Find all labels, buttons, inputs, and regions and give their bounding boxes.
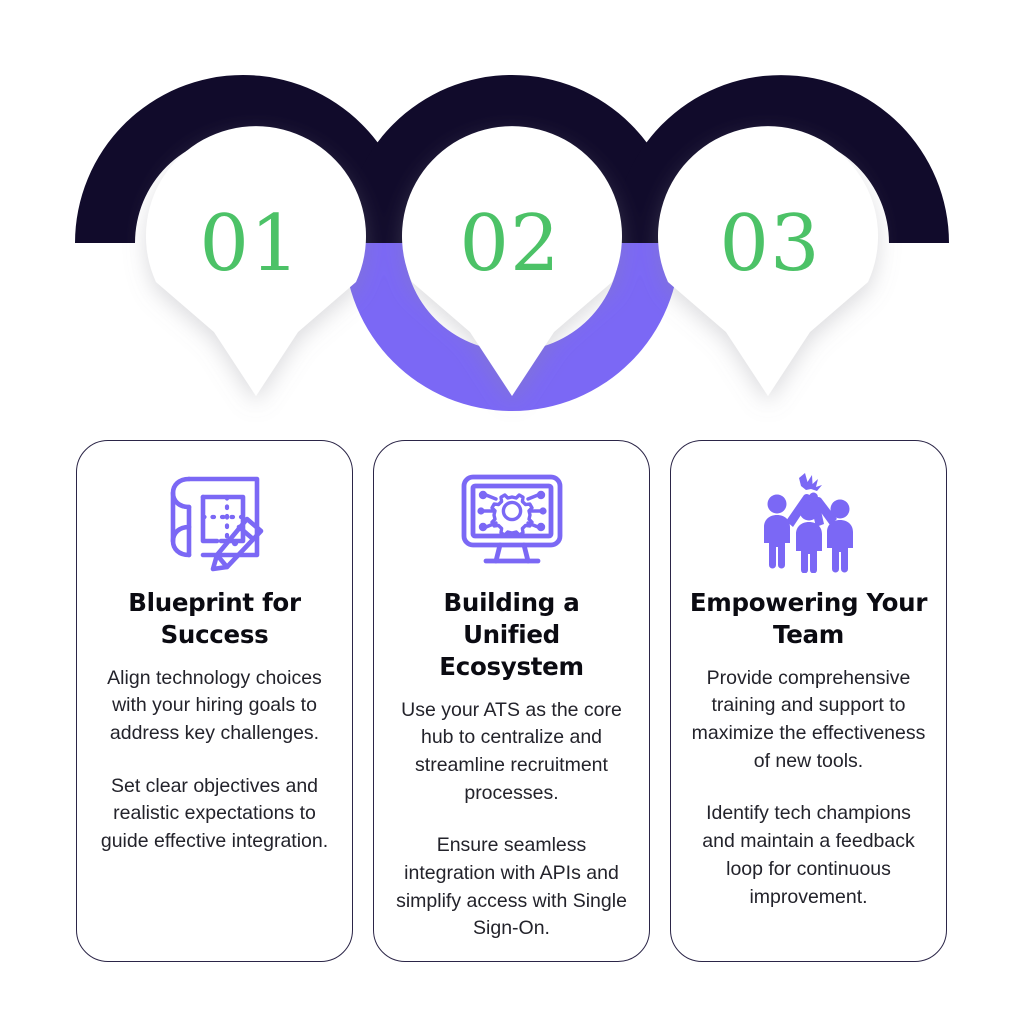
card-blueprint-for-success[interactable]: Blueprint for Success Align technology c… [76,440,353,962]
card-paragraph-2: Set clear objectives and realistic expec… [100,774,329,853]
blueprint-pencil-icon [159,467,271,575]
card-paragraph-1: Align technology choices with your hirin… [107,666,322,745]
card-title: Blueprint for Success [128,588,301,649]
team-celebration-icon [753,467,865,575]
step-number-01: 01 [199,199,301,289]
step-number-02: 02 [459,199,561,289]
card-paragraph-2: Ensure seamless integration with APIs an… [396,834,627,940]
card-empowering-your-team[interactable]: Empowering Your Team Provide comprehensi… [670,440,947,962]
pin-marker-01 [145,126,366,397]
arc-step-02-top [344,75,680,243]
card-title: Empowering Your Team [689,588,928,649]
step-arc-stage: 01 02 03 [0,0,1024,440]
step-number-03: 03 [719,199,821,289]
card-title: Building a Unified Ecosystem [439,588,584,681]
card-building-a-unified-ecosystem[interactable]: Building a Unified Ecosystem Use your AT… [373,440,650,962]
card-paragraph-1: Provide comprehensive training and suppo… [691,666,926,772]
pin-group [145,126,878,397]
arc-group-purple [344,243,680,411]
arc-group-dark [75,75,949,243]
pin-marker-02 [402,126,622,396]
arc-step-01 [75,75,411,243]
monitor-gear-network-icon [456,467,568,575]
pin-marker-03 [658,126,878,397]
card-paragraph-1: Use your ATS as the core hub to centrali… [401,698,622,804]
arc-step-02-bottom [344,243,680,411]
card-paragraph-2: Identify tech champions and maintain a f… [702,802,915,908]
arc-step-03 [613,75,949,243]
card-row: Blueprint for Success Align technology c… [0,440,1024,970]
